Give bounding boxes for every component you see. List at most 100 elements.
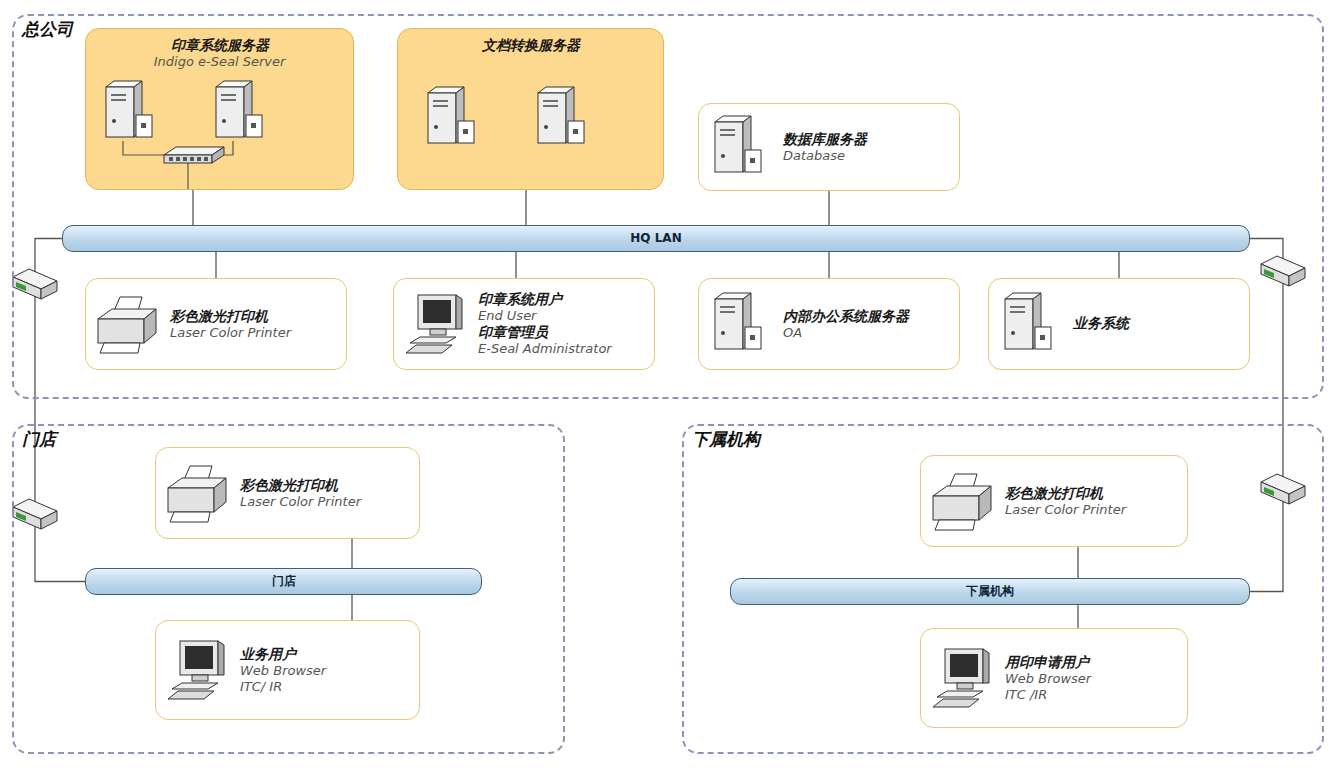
- text-stack: 门店: [272, 574, 296, 589]
- router-icon: [1261, 256, 1305, 286]
- network-link: [515, 252, 516, 278]
- server-front: [538, 93, 566, 143]
- switch-icon: [164, 147, 224, 163]
- pc-base: [410, 337, 456, 343]
- drive-slot: [720, 306, 735, 308]
- node-title: 用印申请用户: [1005, 654, 1091, 671]
- site-region: 门店彩色激光打印机Laser Color Printer门店业务用户Web Br…: [12, 424, 565, 754]
- network-link: [351, 595, 352, 620]
- router-side: [41, 281, 57, 299]
- server-icon: [106, 81, 152, 137]
- node-detail: Web Browser: [240, 663, 326, 679]
- monitor-side: [456, 295, 462, 329]
- server-icon: [216, 81, 262, 137]
- network-link: [828, 252, 829, 278]
- node-detail: E-Seal Administrator: [478, 341, 612, 357]
- pc-icon: [406, 295, 462, 353]
- power-led: [544, 125, 548, 129]
- power-led: [721, 331, 725, 335]
- text-stack: 印章系统服务器Indigo e-Seal Server: [86, 29, 353, 70]
- node-title: 彩色激光打印机: [170, 308, 291, 325]
- text-stack: HQ LAN: [630, 231, 681, 246]
- server-box: 业务系统: [988, 278, 1250, 370]
- monitor-screen: [950, 654, 978, 677]
- pc-icon: [168, 641, 224, 699]
- text-stack: 内部办公系统服务器OA: [699, 308, 909, 341]
- drive-slot: [111, 99, 126, 101]
- panel-port: [141, 123, 146, 128]
- node-detail: ITC/ IR: [240, 679, 326, 695]
- drive-slot: [720, 134, 735, 136]
- network-link: [1077, 605, 1078, 628]
- printer-side: [979, 486, 991, 520]
- network-link: [192, 190, 193, 225]
- server-wire: [123, 141, 233, 189]
- node-title: 印章系统用户: [478, 291, 612, 308]
- power-led: [222, 119, 226, 123]
- drive-slot: [1010, 311, 1025, 313]
- text-stack: 数据库服务器Database: [699, 131, 867, 164]
- text-stack: 用印申请用户Web BrowserITC /IR: [921, 654, 1091, 703]
- text-stack: 门店: [22, 429, 56, 450]
- server-panel: [745, 327, 761, 349]
- server-panel: [246, 115, 262, 137]
- printer-icon: [98, 297, 156, 353]
- monitor-stand: [957, 683, 973, 689]
- node-detail: End User: [478, 308, 612, 324]
- panel-port: [750, 158, 755, 163]
- panel-port: [750, 335, 755, 340]
- switch-port: [190, 157, 194, 161]
- printer-side: [144, 309, 156, 343]
- printer-side: [214, 478, 226, 512]
- drive-slot: [433, 100, 448, 102]
- text-stack: 下属机构: [692, 429, 760, 450]
- drive-slot: [543, 105, 558, 107]
- monitor-stand: [430, 329, 446, 335]
- node-title: 文档转换服务器: [398, 37, 663, 54]
- node-detail: Laser Color Printer: [170, 325, 291, 341]
- network-link: [351, 539, 352, 568]
- user-box: 印章系统用户End User印章管理员E-Seal Administrator: [393, 278, 655, 370]
- server-front: [428, 93, 456, 143]
- panel-port: [1040, 335, 1045, 340]
- node-title: 业务用户: [240, 646, 326, 663]
- monitor-stand: [192, 675, 208, 681]
- printer-tray: [935, 520, 975, 530]
- server-front: [106, 87, 134, 137]
- switch-port: [169, 157, 173, 161]
- network-link: [35, 239, 85, 582]
- router-icon: [13, 269, 57, 299]
- printer-body: [168, 488, 214, 512]
- power-led: [434, 125, 438, 129]
- monitor: [945, 649, 983, 683]
- server-icon: [428, 87, 474, 143]
- node-detail: ITC /IR: [1005, 687, 1091, 703]
- router-led: [16, 512, 26, 521]
- node-detail: Laser Color Printer: [240, 494, 361, 510]
- text-stack: 文档转换服务器: [398, 29, 663, 54]
- printer-box: 彩色激光打印机Laser Color Printer: [155, 447, 420, 539]
- server-front: [715, 122, 743, 172]
- server-panel: [1035, 327, 1051, 349]
- monitor: [180, 641, 218, 675]
- node-title: 业务系统: [1073, 315, 1129, 332]
- node-detail: Web Browser: [1005, 671, 1091, 687]
- node-illustration: [156, 448, 419, 538]
- printer-icon: [933, 474, 991, 530]
- site-region: 总公司印章系统服务器Indigo e-Seal Server文档转换服务器数据库…: [12, 14, 1324, 399]
- printer-icon: [168, 466, 226, 522]
- node-illustration: [921, 456, 1187, 546]
- router-icon: [13, 499, 57, 529]
- drive-slot: [1010, 306, 1025, 308]
- printer-tray: [170, 512, 210, 522]
- server-panel: [458, 121, 474, 143]
- server-icon: [538, 87, 584, 143]
- node-title: 印章系统服务器: [86, 37, 353, 54]
- server-front: [216, 87, 244, 137]
- monitor: [418, 295, 456, 329]
- bus-label: 下属机构: [966, 584, 1014, 599]
- switch-port: [183, 157, 187, 161]
- drive-slot: [433, 105, 448, 107]
- drive-slot: [221, 99, 236, 101]
- server-group: 文档转换服务器: [397, 28, 664, 190]
